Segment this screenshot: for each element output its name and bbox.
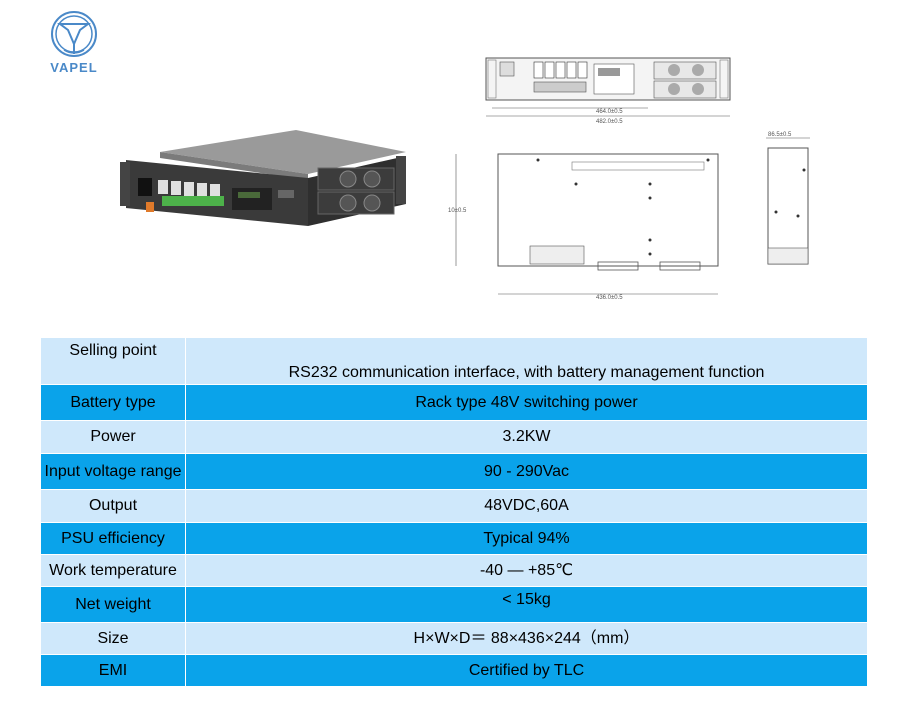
spec-label: PSU efficiency bbox=[40, 522, 186, 555]
table-row: Input voltage range 90 - 290Vac bbox=[40, 453, 868, 490]
spec-table: Selling point RS232 communication interf… bbox=[40, 337, 868, 687]
table-row: Selling point RS232 communication interf… bbox=[40, 337, 868, 385]
spec-value: 3.2KW bbox=[185, 420, 868, 454]
spec-value: H×W×D＝ 88×436×244（mm） bbox=[185, 622, 868, 655]
front-width-inner-label: 464.0±0.5 bbox=[596, 109, 623, 115]
side-height-label: 86.5±0.5 bbox=[768, 132, 792, 138]
spec-label: Output bbox=[40, 489, 186, 523]
spec-label: Selling point bbox=[40, 337, 186, 385]
spec-value: Typical 94% bbox=[185, 522, 868, 555]
table-row: Net weight < 15kg bbox=[40, 586, 868, 623]
spec-value: Rack type 48V switching power bbox=[185, 384, 868, 421]
table-row: EMI Certified by TLC bbox=[40, 654, 868, 687]
spec-value: Certified by TLC bbox=[185, 654, 868, 687]
spec-label: Net weight bbox=[40, 586, 186, 623]
vapel-logo-icon bbox=[51, 11, 97, 57]
table-row: Power 3.2KW bbox=[40, 420, 868, 454]
spec-label: Battery type bbox=[40, 384, 186, 421]
spec-value: 90 - 290Vac bbox=[185, 453, 868, 490]
brand-logo: VAPEL bbox=[44, 10, 104, 76]
spec-label: Power bbox=[40, 420, 186, 454]
top-depth-label: 436.0±0.5 bbox=[596, 295, 623, 301]
logo-text: VAPEL bbox=[50, 60, 98, 75]
top-height-label: 10±0.5 bbox=[448, 208, 467, 214]
spec-value: < 15kg bbox=[185, 586, 868, 623]
spec-label: Size bbox=[40, 622, 186, 655]
spec-label: Work temperature bbox=[40, 554, 186, 587]
front-width-outer-label: 482.0±0.5 bbox=[596, 119, 623, 125]
table-row: Output 48VDC,60A bbox=[40, 489, 868, 523]
spec-value: -40 — +85℃ bbox=[185, 554, 868, 587]
side-view-drawing: 86.5±0.5 bbox=[766, 132, 810, 265]
spec-label: Input voltage range bbox=[40, 453, 186, 490]
front-view-drawing: 464.0±0.5 482.0±0.5 bbox=[485, 57, 731, 125]
spec-label: EMI bbox=[40, 654, 186, 687]
spec-value: 48VDC,60A bbox=[185, 489, 868, 523]
spec-value: RS232 communication interface, with batt… bbox=[185, 337, 868, 385]
table-row: Size H×W×D＝ 88×436×244（mm） bbox=[40, 622, 868, 655]
table-row: Battery type Rack type 48V switching pow… bbox=[40, 384, 868, 421]
product-photo bbox=[120, 130, 406, 226]
table-row: PSU efficiency Typical 94% bbox=[40, 522, 868, 555]
table-row: Work temperature -40 — +85℃ bbox=[40, 554, 868, 587]
top-view-drawing: 10±0.5 436.0±0.5 bbox=[448, 153, 719, 301]
